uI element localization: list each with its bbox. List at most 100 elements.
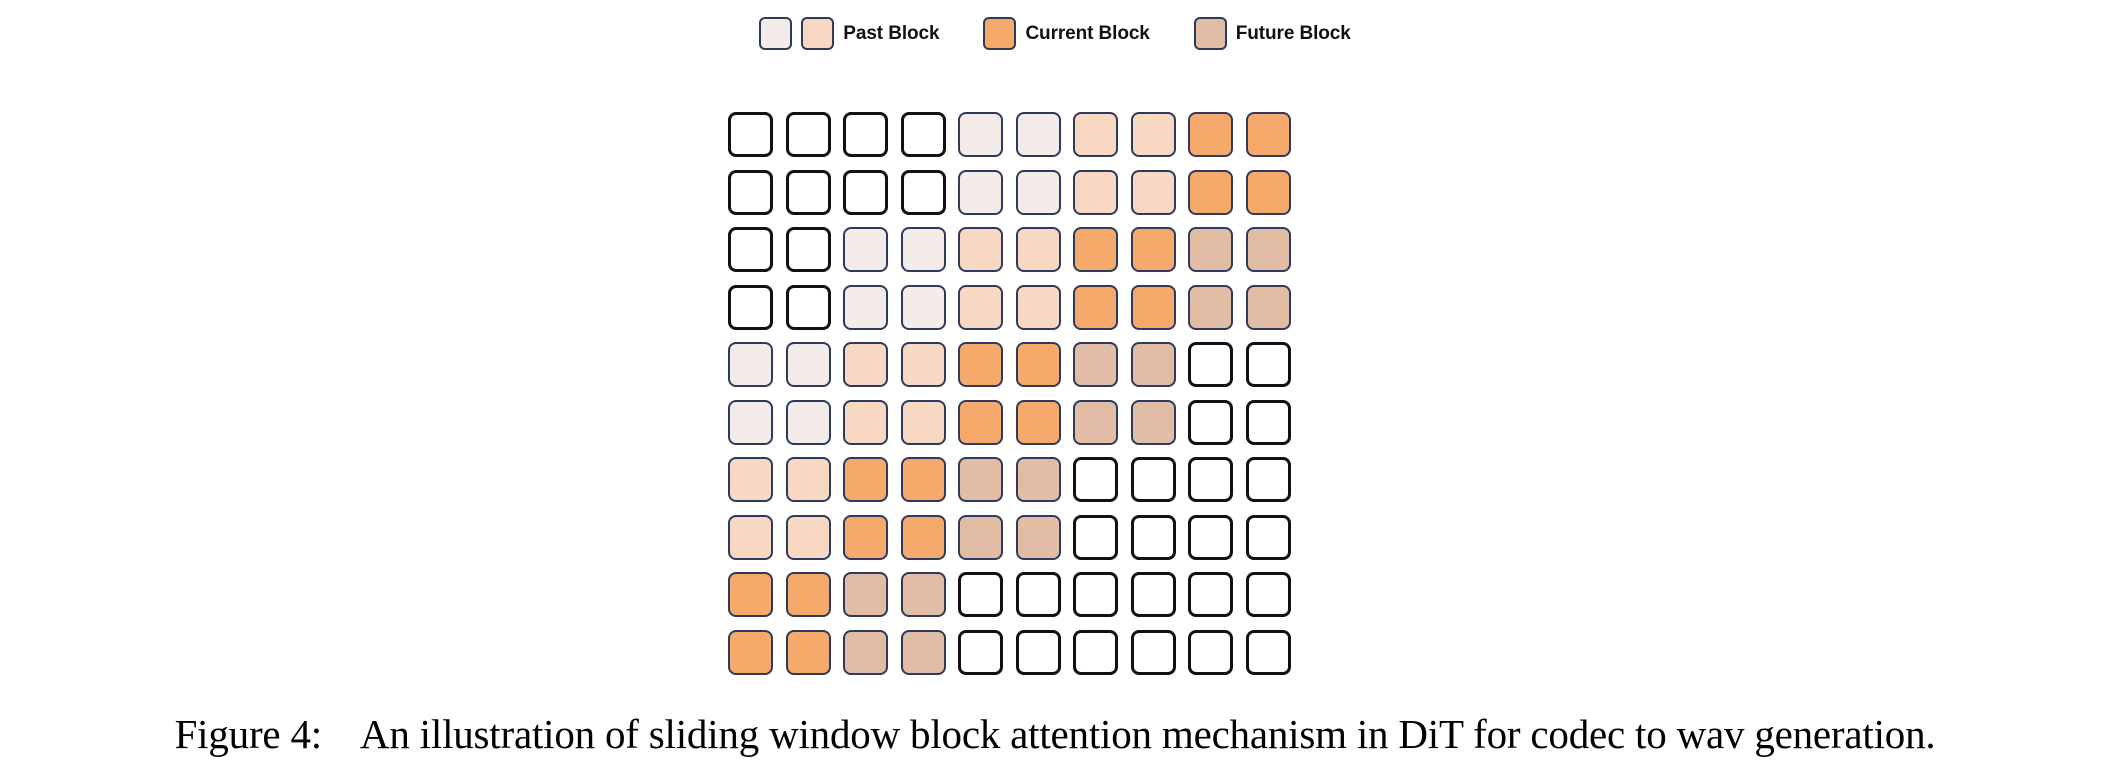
attention-cell <box>843 227 888 272</box>
attention-cell <box>958 112 1003 157</box>
attention-cell <box>1073 399 1118 445</box>
attention-cell <box>1130 227 1176 272</box>
attention-cell <box>728 457 773 502</box>
legend-label-future-block: Future Block <box>1235 23 1351 44</box>
attention-cell <box>900 169 946 215</box>
attention-cell <box>1015 342 1061 387</box>
figure-caption-label: Figure 4: <box>174 711 323 757</box>
attention-cell <box>1015 457 1061 502</box>
legend-swatch-group <box>759 17 835 50</box>
attention-cell <box>958 342 1003 387</box>
attention-cell <box>785 514 831 560</box>
attention-cell <box>843 572 888 617</box>
attention-cell <box>1188 514 1233 560</box>
attention-cell <box>843 112 888 157</box>
legend-swatch-group <box>1193 17 1227 50</box>
attention-cell <box>1188 399 1233 445</box>
attention-cell <box>1245 169 1291 215</box>
attention-cell <box>1245 342 1291 387</box>
attention-cell <box>1130 629 1176 675</box>
attention-cell <box>785 112 831 157</box>
attention-cell <box>1130 169 1176 215</box>
attention-cell <box>1073 227 1118 272</box>
legend-item-past-block: Past Block <box>759 17 940 50</box>
attention-cell <box>958 169 1003 215</box>
attention-cell <box>900 457 946 502</box>
attention-cell <box>1073 342 1118 387</box>
attention-cell <box>1188 227 1233 272</box>
attention-cell <box>1015 629 1061 675</box>
attention-cell <box>1073 629 1118 675</box>
attention-cell <box>900 284 946 330</box>
attention-cell <box>843 342 888 387</box>
attention-cell <box>1130 342 1176 387</box>
attention-cell <box>900 112 946 157</box>
attention-cell <box>1130 457 1176 502</box>
attention-cell <box>1130 572 1176 617</box>
legend-swatch-past-block-2 <box>801 17 835 50</box>
attention-cell <box>728 572 773 617</box>
attention-cell <box>900 572 946 617</box>
legend-swatch-current-block-1 <box>983 17 1017 50</box>
attention-cell <box>1015 399 1061 445</box>
legend: Past Block Current Block Future Block <box>0 17 2110 50</box>
attention-cell <box>1015 284 1061 330</box>
attention-cell <box>785 227 831 272</box>
attention-cell <box>1015 514 1061 560</box>
attention-cell <box>728 342 773 387</box>
attention-cell <box>785 169 831 215</box>
attention-cell <box>900 399 946 445</box>
attention-cell <box>1130 399 1176 445</box>
attention-cell <box>1245 284 1291 330</box>
attention-cell <box>900 227 946 272</box>
attention-cell <box>1245 227 1291 272</box>
attention-cell <box>1245 514 1291 560</box>
attention-cell <box>958 457 1003 502</box>
attention-cell <box>1188 629 1233 675</box>
attention-cell <box>900 514 946 560</box>
attention-cell <box>1245 457 1291 502</box>
attention-cell <box>1015 169 1061 215</box>
attention-cell <box>1015 227 1061 272</box>
attention-cell <box>843 169 888 215</box>
attention-cell <box>958 227 1003 272</box>
attention-cell <box>1015 112 1061 157</box>
attention-cell <box>1130 514 1176 560</box>
attention-cell <box>958 399 1003 445</box>
legend-swatch-past-block-1 <box>759 17 793 50</box>
attention-cell <box>958 629 1003 675</box>
attention-cell <box>958 284 1003 330</box>
attention-cell <box>785 399 831 445</box>
attention-cell <box>728 284 773 330</box>
attention-cell <box>843 457 888 502</box>
attention-cell <box>958 572 1003 617</box>
legend-item-future-block: Future Block <box>1193 17 1351 50</box>
attention-cell <box>900 629 946 675</box>
attention-cell <box>1073 112 1118 157</box>
attention-cell <box>843 629 888 675</box>
attention-cell <box>785 284 831 330</box>
legend-label-current-block: Current Block <box>1025 23 1150 44</box>
attention-cell <box>1130 284 1176 330</box>
attention-cell <box>900 342 946 387</box>
attention-cell <box>1073 284 1118 330</box>
legend-swatch-group <box>983 17 1017 50</box>
attention-cell <box>728 227 773 272</box>
attention-cell <box>843 399 888 445</box>
attention-cell <box>1245 629 1291 675</box>
attention-cell <box>1073 572 1118 617</box>
attention-cell <box>1015 572 1061 617</box>
attention-cell <box>843 284 888 330</box>
attention-cell <box>728 112 773 157</box>
attention-cell <box>1073 457 1118 502</box>
attention-cell <box>1130 112 1176 157</box>
figure-caption: Figure 4: An illustration of sliding win… <box>0 711 2110 758</box>
legend-swatch-future-block-1 <box>1193 17 1227 50</box>
attention-cell <box>1245 572 1291 617</box>
attention-cell <box>1188 284 1233 330</box>
attention-cell <box>1188 572 1233 617</box>
attention-cell <box>1188 342 1233 387</box>
attention-cell <box>785 629 831 675</box>
attention-cell <box>728 514 773 560</box>
